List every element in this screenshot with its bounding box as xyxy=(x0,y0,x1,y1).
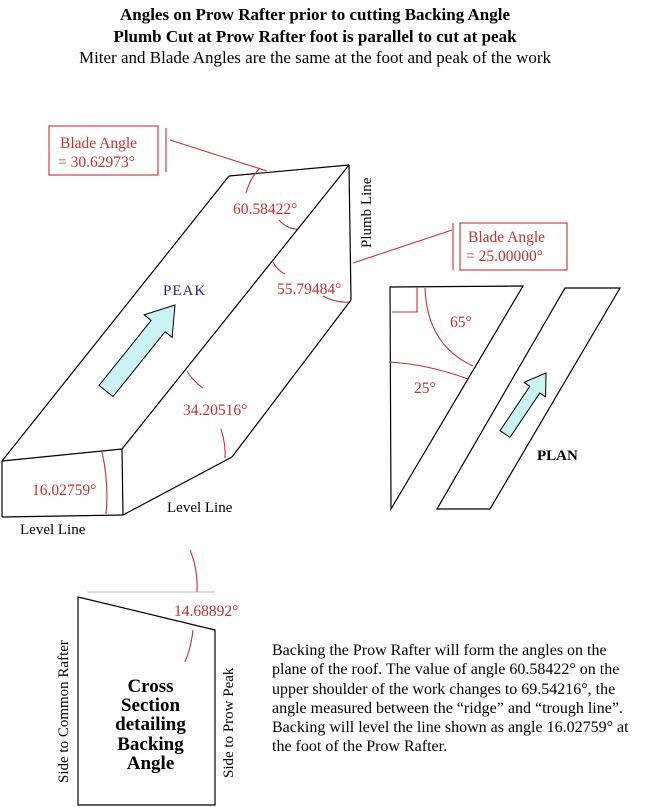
plan-direction-arrow-icon xyxy=(499,372,547,438)
blade-angle-plan-label: Blade Angle xyxy=(468,229,545,246)
title-line-3: Miter and Blade Angles are the same at t… xyxy=(78,48,552,67)
backing-angle-arc-upper xyxy=(189,549,198,593)
level-line-foot-label: Level Line xyxy=(20,522,86,538)
cross-section-annotations xyxy=(184,549,198,663)
rafter-lower-long-edge xyxy=(231,299,352,458)
blade-angle-peak-value: = 30.62973° xyxy=(58,154,135,171)
rafter-annotations xyxy=(48,125,568,515)
plan-strip xyxy=(435,287,622,510)
rafter-level-edge-foot xyxy=(122,456,233,516)
rafter-ridge-edge xyxy=(121,164,350,450)
plan-right-angle-marker xyxy=(392,287,418,313)
plan-65-arc xyxy=(424,287,474,367)
angle-arc-peak-plumb-b xyxy=(322,295,350,303)
angle-backing: 14.68892° xyxy=(174,603,238,620)
blade-angle-peak-leader xyxy=(169,139,268,172)
plan-25-arc xyxy=(388,361,469,380)
angle-arc-peak-plumb-a xyxy=(272,261,286,275)
angle-peak-level: 34.20516° xyxy=(183,402,247,419)
cross-section-caption: Cross Section detailing Backing Angle xyxy=(115,676,186,774)
foot-face-right-edge xyxy=(121,448,124,516)
blade-angle-peak-label: Blade Angle xyxy=(60,135,137,152)
blade-angle-plan-leader xyxy=(352,229,453,264)
level-line-seat-label: Level Line xyxy=(167,500,233,516)
angle-upper-shoulder: 60.58422° xyxy=(233,201,297,218)
title-line-1: Angles on Prow Rafter prior to cutting B… xyxy=(119,5,511,24)
angle-arc-foot xyxy=(101,451,108,515)
angle-peak-plumb: 55.79484° xyxy=(277,281,341,298)
blade-angle-plan-value: = 25.00000° xyxy=(466,248,543,265)
plan-angle-25: 25° xyxy=(414,380,436,397)
plumb-line-label: Plumb Line xyxy=(359,177,375,248)
title-block: Angles on Prow Rafter prior to cutting B… xyxy=(0,4,630,69)
side-to-prow-peak-label: Side to Prow Peak xyxy=(221,667,237,778)
backing-angle-arc-lower xyxy=(184,629,194,663)
plan-view xyxy=(389,285,622,512)
plan-annotations xyxy=(388,287,474,380)
foot-face-bottom-edge xyxy=(1,514,124,518)
prow-rafter-3d xyxy=(1,164,352,518)
plan-angle-65: 65° xyxy=(450,314,472,331)
rafter-plumb-edge-peak xyxy=(348,164,352,301)
cross-section-outline xyxy=(77,596,216,806)
angle-arc-peak-level-b xyxy=(220,428,226,459)
angle-foot: 16.02759° xyxy=(32,482,96,499)
rafter-top-edge-peak xyxy=(228,164,350,177)
angle-arc-upper-shoulder-b xyxy=(278,219,298,230)
peak-direction-arrow-icon xyxy=(98,304,176,398)
peak-label: PEAK xyxy=(163,283,206,299)
blade-angle-peak-box xyxy=(48,125,159,176)
blade-angle-plan-box xyxy=(459,222,568,271)
rafter-upper-long-edge xyxy=(1,175,230,462)
backing-note-paragraph: Backing the Prow Rafter will form the an… xyxy=(272,642,629,756)
angle-arc-peak-level-a xyxy=(186,370,204,389)
title-line-2: Plumb Cut at Prow Rafter foot is paralle… xyxy=(113,26,517,46)
angle-arc-upper-shoulder-a xyxy=(245,167,261,194)
plan-triangle xyxy=(389,285,525,512)
plan-label: PLAN xyxy=(537,448,578,464)
foot-face-top-edge xyxy=(1,448,123,462)
side-to-common-rafter-label: Side to Common Rafter xyxy=(56,640,72,783)
